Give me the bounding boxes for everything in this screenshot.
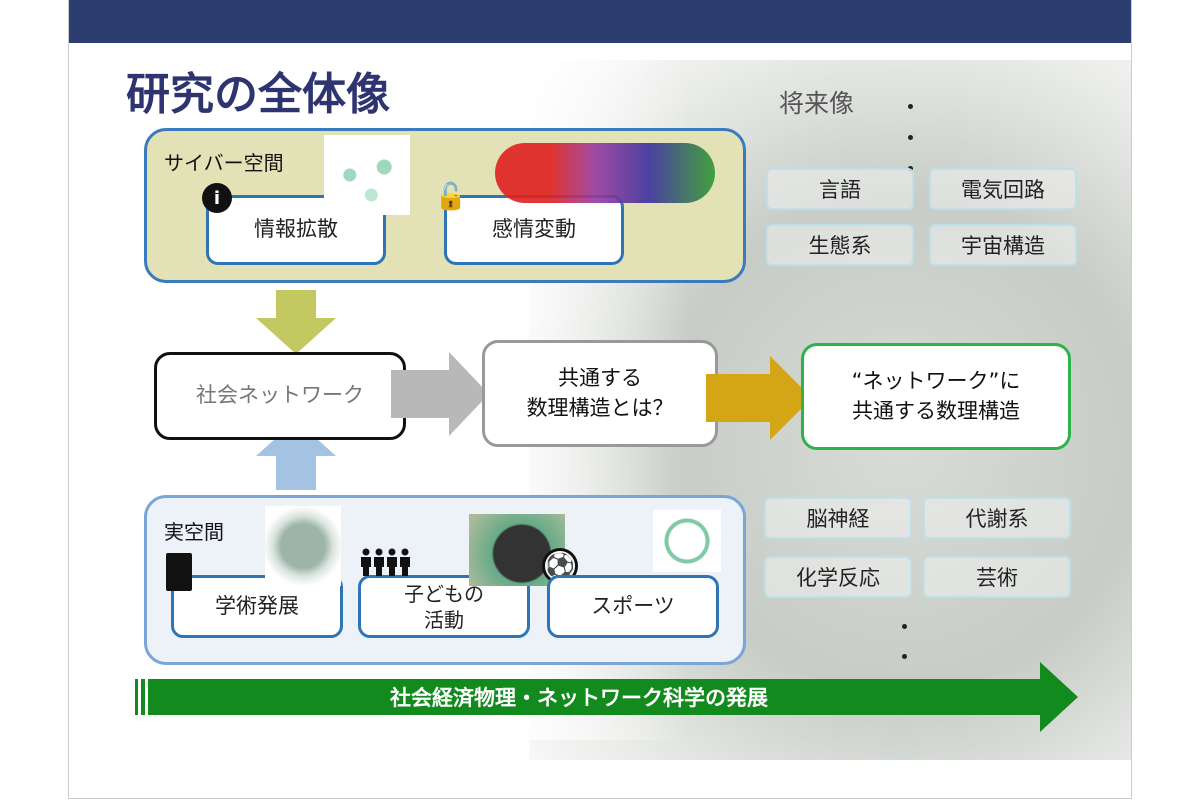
player-network-thumbnail xyxy=(653,510,721,572)
citation-network-thumbnail xyxy=(265,506,341,586)
polarized-network-image xyxy=(495,143,715,203)
future-item-neural: 脳神経 xyxy=(764,497,912,539)
ellipsis-dot xyxy=(908,104,913,109)
future-item-language: 言語 xyxy=(766,168,914,210)
book-icon xyxy=(166,553,192,591)
future-label: 将来像 xyxy=(779,89,855,118)
future-item-metabolic: 代謝系 xyxy=(923,497,1071,539)
people-group-icon xyxy=(361,548,410,576)
down-arrow xyxy=(256,290,336,354)
common-structure-question-box: 共通する 数理構造とは？ xyxy=(482,340,718,447)
sports-box: スポーツ xyxy=(547,575,719,638)
slide: 研究の全体像 将来像 言語 電気回路 生態系 宇宙構造 サイバー空間 情報拡散 … xyxy=(68,0,1132,799)
emotion-change-box: 感情変動 xyxy=(444,195,624,265)
ellipsis-dot xyxy=(902,624,907,629)
gray-right-arrow xyxy=(391,352,489,436)
info-icon: i xyxy=(202,183,232,213)
development-banner-text: 社会経済物理・ネットワーク科学の発展 xyxy=(390,686,768,710)
real-space-group: 実空間 学術発展 子どもの 活動 ⚽ スポーツ xyxy=(144,495,746,665)
network-common-structure-box: “ネットワーク”に 共通する数理構造 xyxy=(801,343,1071,450)
cyber-space-label: サイバー空間 xyxy=(164,151,284,175)
network-thumbnail xyxy=(324,135,410,215)
development-banner-arrow xyxy=(135,662,1078,732)
future-item-cosmic: 宇宙構造 xyxy=(929,224,1077,266)
header-bar xyxy=(69,0,1131,43)
future-item-circuit: 電気回路 xyxy=(929,168,1077,210)
future-item-chemical: 化学反応 xyxy=(764,556,912,598)
cyber-space-group: サイバー空間 情報拡散 i 感情変動 🔓 xyxy=(144,128,746,283)
unlocked-heart-icon: 🔓 xyxy=(434,182,468,212)
social-network-box: 社会ネットワーク xyxy=(154,352,406,440)
ellipsis-dot xyxy=(908,135,913,140)
slide-title: 研究の全体像 xyxy=(126,69,390,120)
up-arrow xyxy=(256,420,336,490)
ellipsis-dot xyxy=(902,654,907,659)
gold-right-arrow xyxy=(706,356,812,440)
real-space-label: 実空間 xyxy=(164,520,224,544)
future-item-art: 芸術 xyxy=(923,556,1071,598)
future-item-ecosystem: 生態系 xyxy=(766,224,914,266)
